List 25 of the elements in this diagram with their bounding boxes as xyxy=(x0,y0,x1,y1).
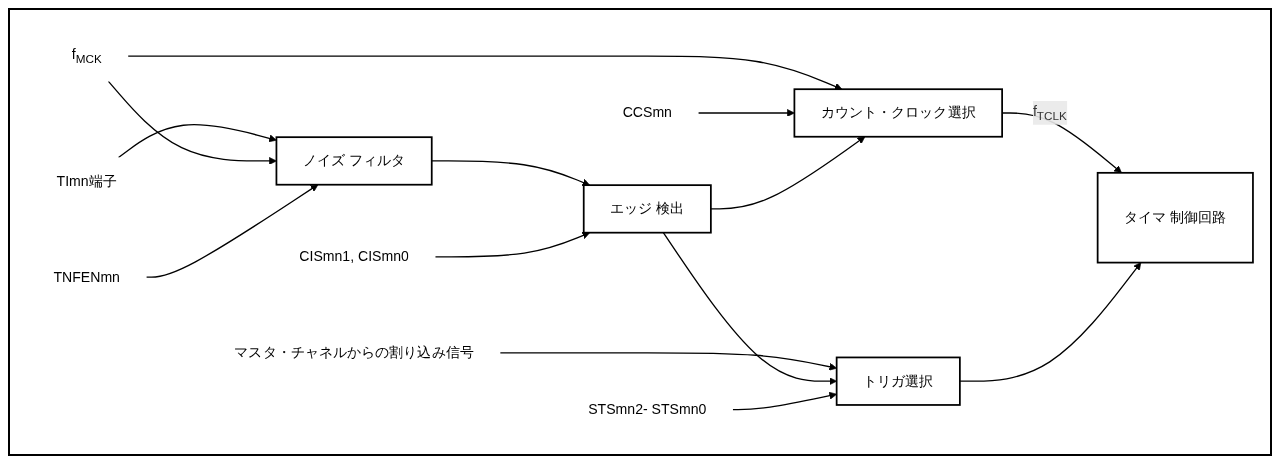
arrow xyxy=(499,351,837,371)
arrow xyxy=(127,55,843,90)
arrow xyxy=(117,123,277,158)
node-box: エッジ 検出 xyxy=(582,184,712,234)
node-box: タイマ 制御回路 xyxy=(1096,171,1254,264)
arrow xyxy=(434,231,591,258)
node-box: カウント・クロック選択 xyxy=(793,88,1003,138)
arrow xyxy=(710,136,866,210)
arrow xyxy=(959,262,1142,382)
node-text: TNFENmn xyxy=(53,269,120,284)
node-box: トリガ選択 xyxy=(835,356,961,406)
arrow xyxy=(662,231,837,385)
edge-label: f$_{TCLK}$ xyxy=(1032,103,1067,123)
arrow xyxy=(732,391,837,411)
arrow xyxy=(697,108,795,117)
arrow xyxy=(431,160,591,186)
node-text: f$_{MCK}$ xyxy=(71,46,102,66)
arrow xyxy=(107,80,277,165)
node-text: マスタ・チャネルからの割り込み信号 xyxy=(234,344,474,360)
node-text: STSmn2- STSmn0 xyxy=(588,401,707,417)
node-box: ノイズ フィルタ xyxy=(275,136,433,186)
node-text: CISmn1, CISmn0 xyxy=(299,248,409,264)
node-text: TImn端子 xyxy=(56,173,117,189)
arrow xyxy=(145,184,319,278)
node-text: CCSmn xyxy=(622,104,672,120)
